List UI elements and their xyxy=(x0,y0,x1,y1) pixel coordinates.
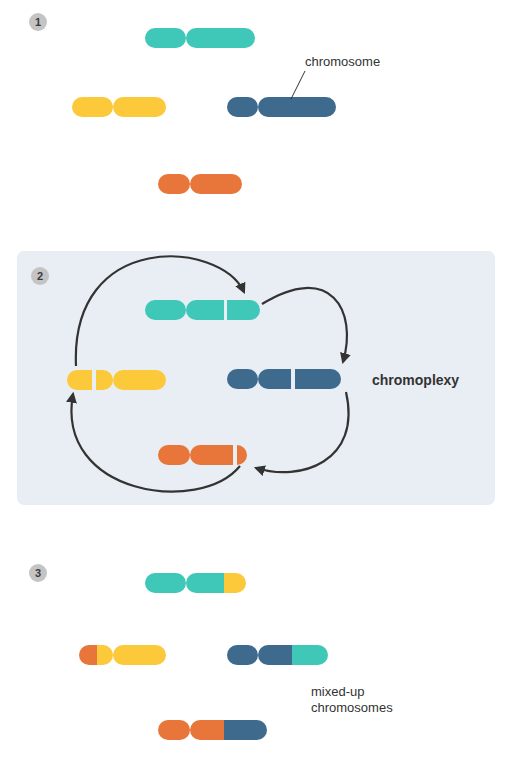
chromosome xyxy=(158,174,242,194)
caption-note: mixed-up chromosomes xyxy=(311,684,411,716)
panel-label: chromoplexy xyxy=(372,372,459,388)
chromosome xyxy=(72,97,166,117)
step-number: 1 xyxy=(29,13,47,31)
callout-number: 1 xyxy=(35,17,41,28)
step-panel: chromoplexy 2 xyxy=(17,251,495,505)
rearranged-chromosome xyxy=(145,573,246,593)
chromosome xyxy=(227,97,336,117)
step-number: 2 xyxy=(31,267,49,285)
callout-number: 3 xyxy=(35,568,41,579)
leader-line xyxy=(291,71,305,99)
rearranged-chromosome xyxy=(227,645,328,665)
rearranged-chromosome xyxy=(158,720,267,740)
part-label: chromosome xyxy=(305,54,395,70)
callout-number: 2 xyxy=(37,271,43,282)
step-number: 3 xyxy=(29,564,47,582)
chromosome xyxy=(145,28,255,48)
rearranged-chromosome xyxy=(79,645,166,665)
